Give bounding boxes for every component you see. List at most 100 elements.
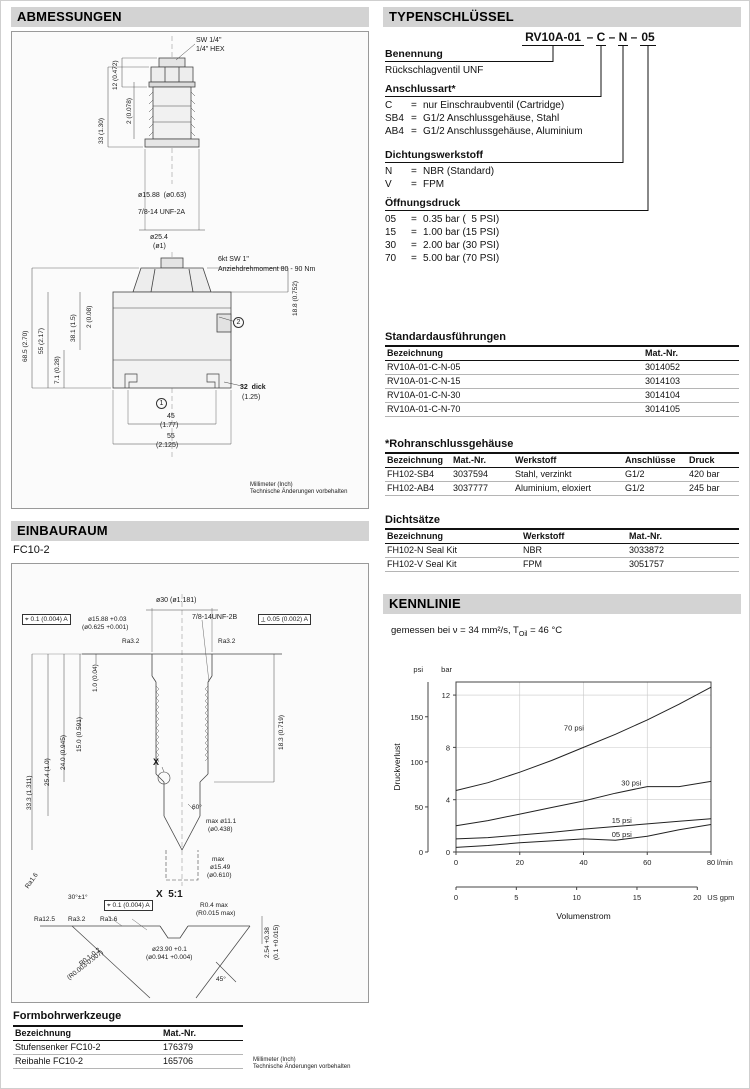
dimension-label: (ø0.625 +0.001) [82, 624, 129, 631]
chart-text: Volumenstrom [556, 911, 610, 921]
typekey-option: C=nur Einschraubventil (Cartridge) [385, 99, 583, 112]
chart-text: Druckverlust [392, 743, 402, 791]
position-number-badge: 2 [233, 317, 244, 328]
table-header-cell: Bezeichnung [15, 1028, 72, 1038]
typekey-option-part: V [385, 179, 392, 190]
chart-text: US gpm [707, 893, 734, 902]
typekey-dichtungswerkstoff-label: Dichtungswerkstoff [385, 149, 623, 163]
typekey-option-part: = [411, 253, 417, 264]
chart-text: 05 psi [612, 830, 632, 839]
dimension-label: Ra3.2 [218, 638, 236, 645]
chart-text: 4 [446, 796, 450, 805]
table-cell: 3051757 [629, 559, 665, 569]
footer-note-line2: Technische Änderungen vorbehalten [253, 1064, 351, 1070]
typekey-option: 05=0.35 bar ( 5 PSI) [385, 213, 499, 226]
chart-polyline [455, 780, 712, 827]
table-cell: 176379 [163, 1042, 194, 1052]
chart-text: 15 [633, 893, 641, 902]
typekey-option-part: = [411, 179, 417, 190]
dimension-label: ⌖ 0.1 (0.004) A [104, 900, 153, 911]
dimension-label: 6kt SW 1" [218, 256, 249, 263]
dimension-label: Ra12.5 [34, 916, 55, 923]
typekey-option-part: 0.35 bar ( 5 PSI) [423, 214, 500, 225]
code-part-dichtung: N [618, 30, 628, 46]
chart-text: 40 [579, 858, 587, 867]
dimension-label: ø30 (ø1.181) [156, 597, 197, 604]
dimension-label: 24.0 (0.945) [60, 734, 67, 770]
dimension-label: R0.4 max [200, 902, 228, 909]
dimension-label: ø25.4 [150, 234, 168, 241]
typekey-option-part: FPM [423, 179, 445, 190]
typekey-option-part: = [411, 214, 417, 225]
table-cell: 245 bar [689, 483, 720, 493]
typekey-option: N=NBR (Standard) [385, 165, 494, 178]
chart-text: 5 [514, 893, 518, 902]
typekey-option-part: 30 [385, 240, 397, 251]
table-header-cell: Mat.-Nr. [629, 531, 663, 541]
typekey-benennung-value: Rückschlagventil UNF [385, 65, 484, 76]
code-separator: – [608, 30, 616, 44]
typekey-option-part: SB4 [385, 113, 404, 124]
table-cell: 3014103 [645, 376, 681, 386]
dimension-label: 60° [192, 804, 202, 811]
table-cell: 165706 [163, 1056, 194, 1066]
section-header-einbauraum: EINBAURAUM [11, 521, 369, 541]
code-part-anschlussart: C [596, 30, 606, 46]
dimension-label: 2.54 +0.38 [264, 927, 271, 958]
dimension-label: (ø1) [153, 243, 166, 250]
table-cell: FH102-SB4 [387, 469, 435, 479]
chart-text: 50 [415, 803, 423, 812]
typekey-option: SB4 = G1/2 Anschlussgehäuse, Stahl [385, 112, 583, 125]
table-cell: RV10A-01-C-N-05 [387, 362, 461, 372]
chart-text: 12 [442, 691, 450, 700]
typekey-option-part: G1/2 Anschlussgehäuse, Stahl [423, 113, 560, 124]
dimension-label: (ø0.941 +0.004) [146, 954, 193, 961]
dimension-label: 18.8 (0.752) [292, 280, 299, 316]
chart-polyline [455, 824, 712, 848]
dimension-label: Ra3.2 [122, 638, 140, 645]
typekey-oeffnungsdruck-label: Öffnungsdruck [385, 197, 648, 211]
table-cell: 3014105 [645, 404, 681, 414]
typekey-option: V = FPM [385, 178, 494, 191]
footer-note: Millimeter (Inch) Technische Änderungen … [253, 1057, 350, 1071]
typekey-option-part: N [385, 166, 393, 177]
table-cell: 3037594 [453, 469, 489, 479]
table-header-cell: Werkstoff [523, 531, 565, 541]
dimension-label: X 5:1 [156, 889, 183, 900]
dimension-label: (ø0.438) [208, 826, 233, 833]
table-header-cell: Mat.-Nr. [645, 348, 679, 358]
code-part-model: RV10A-01 [522, 30, 584, 46]
typekey-option-part: 2.00 bar (30 PSI) [423, 240, 500, 251]
position-number-badge: 1 [156, 398, 167, 409]
dimension-label: 25.4 (1.0) [44, 758, 51, 786]
dimension-label: Ra1.6 [100, 916, 118, 923]
table-cell: NBR [523, 545, 543, 555]
dimension-label: 7.1 (0.28) [54, 356, 61, 384]
dimension-label: Ra3.2 [68, 916, 86, 923]
section-header-typenschluessel: TYPENSCHLÜSSEL [383, 7, 741, 27]
chart-polyline [455, 686, 712, 791]
typekey-option: 15=1.00 bar (15 PSI) [385, 226, 499, 239]
table-cell: G1/2 [625, 469, 645, 479]
dimension-label: SW 1/4" [196, 37, 222, 44]
code-separator: – [586, 30, 594, 44]
table-cell: Stahl, verzinkt [515, 469, 572, 479]
dimension-label: 7/8-14 UNF-2A [138, 209, 186, 216]
dimension-label: (ø0.610) [207, 872, 232, 879]
dimension-label: 30°±1° [68, 894, 88, 901]
cavity-code: FC10-2 [13, 544, 50, 556]
typekey-anschlussart-options: C=nur Einschraubventil (Cartridge)SB4 = G1… [385, 99, 583, 138]
rohranschlussgehaeuse-title: *Rohranschlussgehäuse [385, 438, 514, 450]
chart-text: 15 psi [612, 816, 632, 825]
typekey-dichtungswerkstoff-options: N=NBR (Standard)V = FPM [385, 165, 494, 191]
table-cell: Aluminium, eloxiert [515, 483, 592, 493]
dimension-label: 55 [167, 433, 175, 440]
code-separator: – [630, 30, 638, 44]
typekey-option-part: = [411, 113, 417, 124]
